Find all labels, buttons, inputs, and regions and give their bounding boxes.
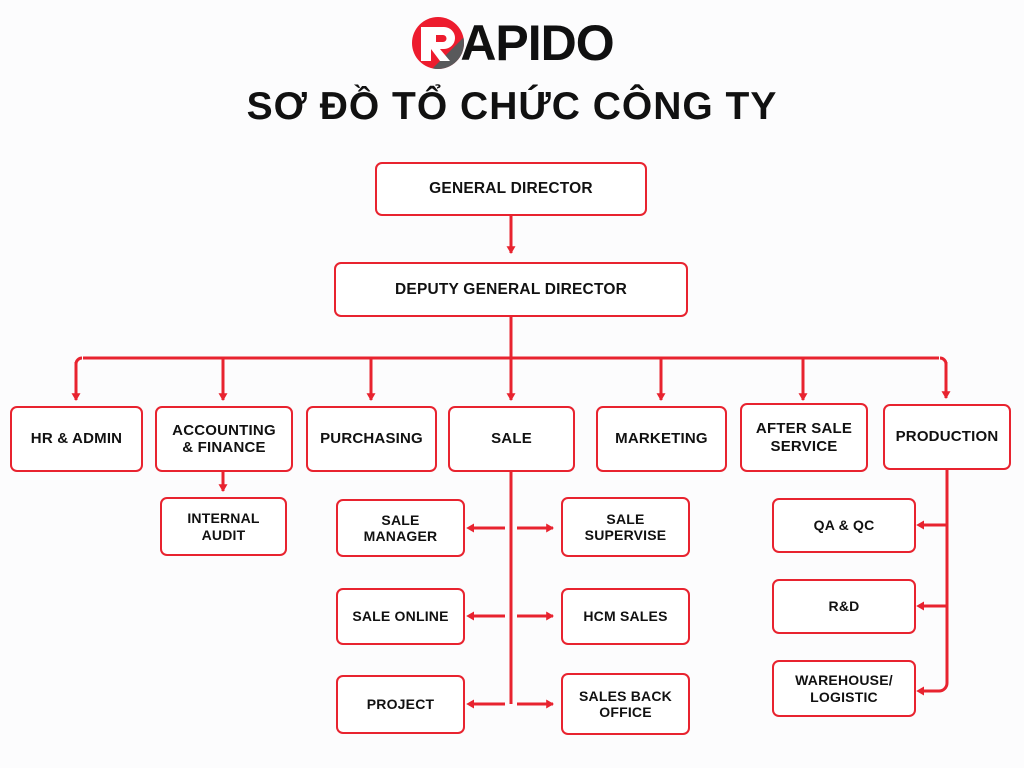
node-label-line-1: SALES BACK [578, 687, 672, 704]
bus-right-elbow [939, 356, 948, 365]
page-title: SƠ ĐỒ TỔ CHỨC CÔNG TY [246, 85, 778, 128]
node-label-line-1: WAREHOUSE/ [795, 672, 893, 689]
bus-left-elbow [74, 356, 83, 365]
node-project[interactable]: PROJECT [336, 675, 465, 734]
node-purchasing[interactable]: PURCHASING [306, 406, 437, 472]
node-label-line-2: & FINANCE [182, 439, 266, 456]
node-sale-supervise[interactable]: SALE SUPERVISE [561, 497, 690, 557]
node-general-director[interactable]: GENERAL DIRECTOR [375, 162, 647, 216]
node-deputy-general-director[interactable]: DEPUTY GENERAL DIRECTOR [334, 262, 688, 317]
node-hr-admin[interactable]: HR & ADMIN [10, 406, 143, 472]
node-label-line-1: AFTER SALE [755, 420, 853, 438]
node-label-line-1: SALE [606, 510, 645, 527]
node-label-line-1: INTERNAL [187, 510, 260, 527]
node-sales-back-office[interactable]: SALES BACK OFFICE [561, 673, 690, 735]
edge-production-to-warehouse [916, 470, 949, 696]
node-accounting-finance[interactable]: ACCOUNTING & FINANCE [155, 406, 293, 472]
node-marketing[interactable]: MARKETING [596, 406, 727, 472]
node-internal-audit[interactable]: INTERNAL AUDIT [160, 497, 287, 556]
brand-logo-text: APIDO [460, 15, 614, 71]
node-warehouse-logistic[interactable]: WAREHOUSE/ LOGISTIC [772, 660, 916, 717]
brand-logo: APIDO [0, 14, 1024, 72]
node-after-sale-service[interactable]: AFTER SALE SERVICE [740, 403, 868, 472]
node-production[interactable]: PRODUCTION [883, 404, 1011, 470]
node-label-line-2: SERVICE [770, 437, 838, 455]
node-rd[interactable]: R&D [772, 579, 916, 634]
rapido-circle-r-logo-icon [410, 15, 466, 71]
node-label-line-2: OFFICE [599, 704, 652, 720]
node-label-line-2: SUPERVISE [584, 527, 667, 543]
node-hcm-sales[interactable]: HCM SALES [561, 588, 690, 645]
node-sale-manager[interactable]: SALE MANAGER [336, 499, 465, 557]
node-qa-qc[interactable]: QA & QC [772, 498, 916, 553]
node-label-line-2: MANAGER [363, 528, 438, 544]
node-label-line-2: LOGISTIC [810, 688, 878, 705]
node-label-line-1: ACCOUNTING [172, 421, 276, 439]
node-sale-online[interactable]: SALE ONLINE [336, 588, 465, 645]
node-label-line-2: AUDIT [201, 526, 246, 543]
node-sale[interactable]: SALE [448, 406, 575, 472]
page-header: APIDO SƠ ĐỒ TỔ CHỨC CÔNG TY [0, 0, 1024, 145]
node-label-line-1: SALE [381, 511, 420, 528]
